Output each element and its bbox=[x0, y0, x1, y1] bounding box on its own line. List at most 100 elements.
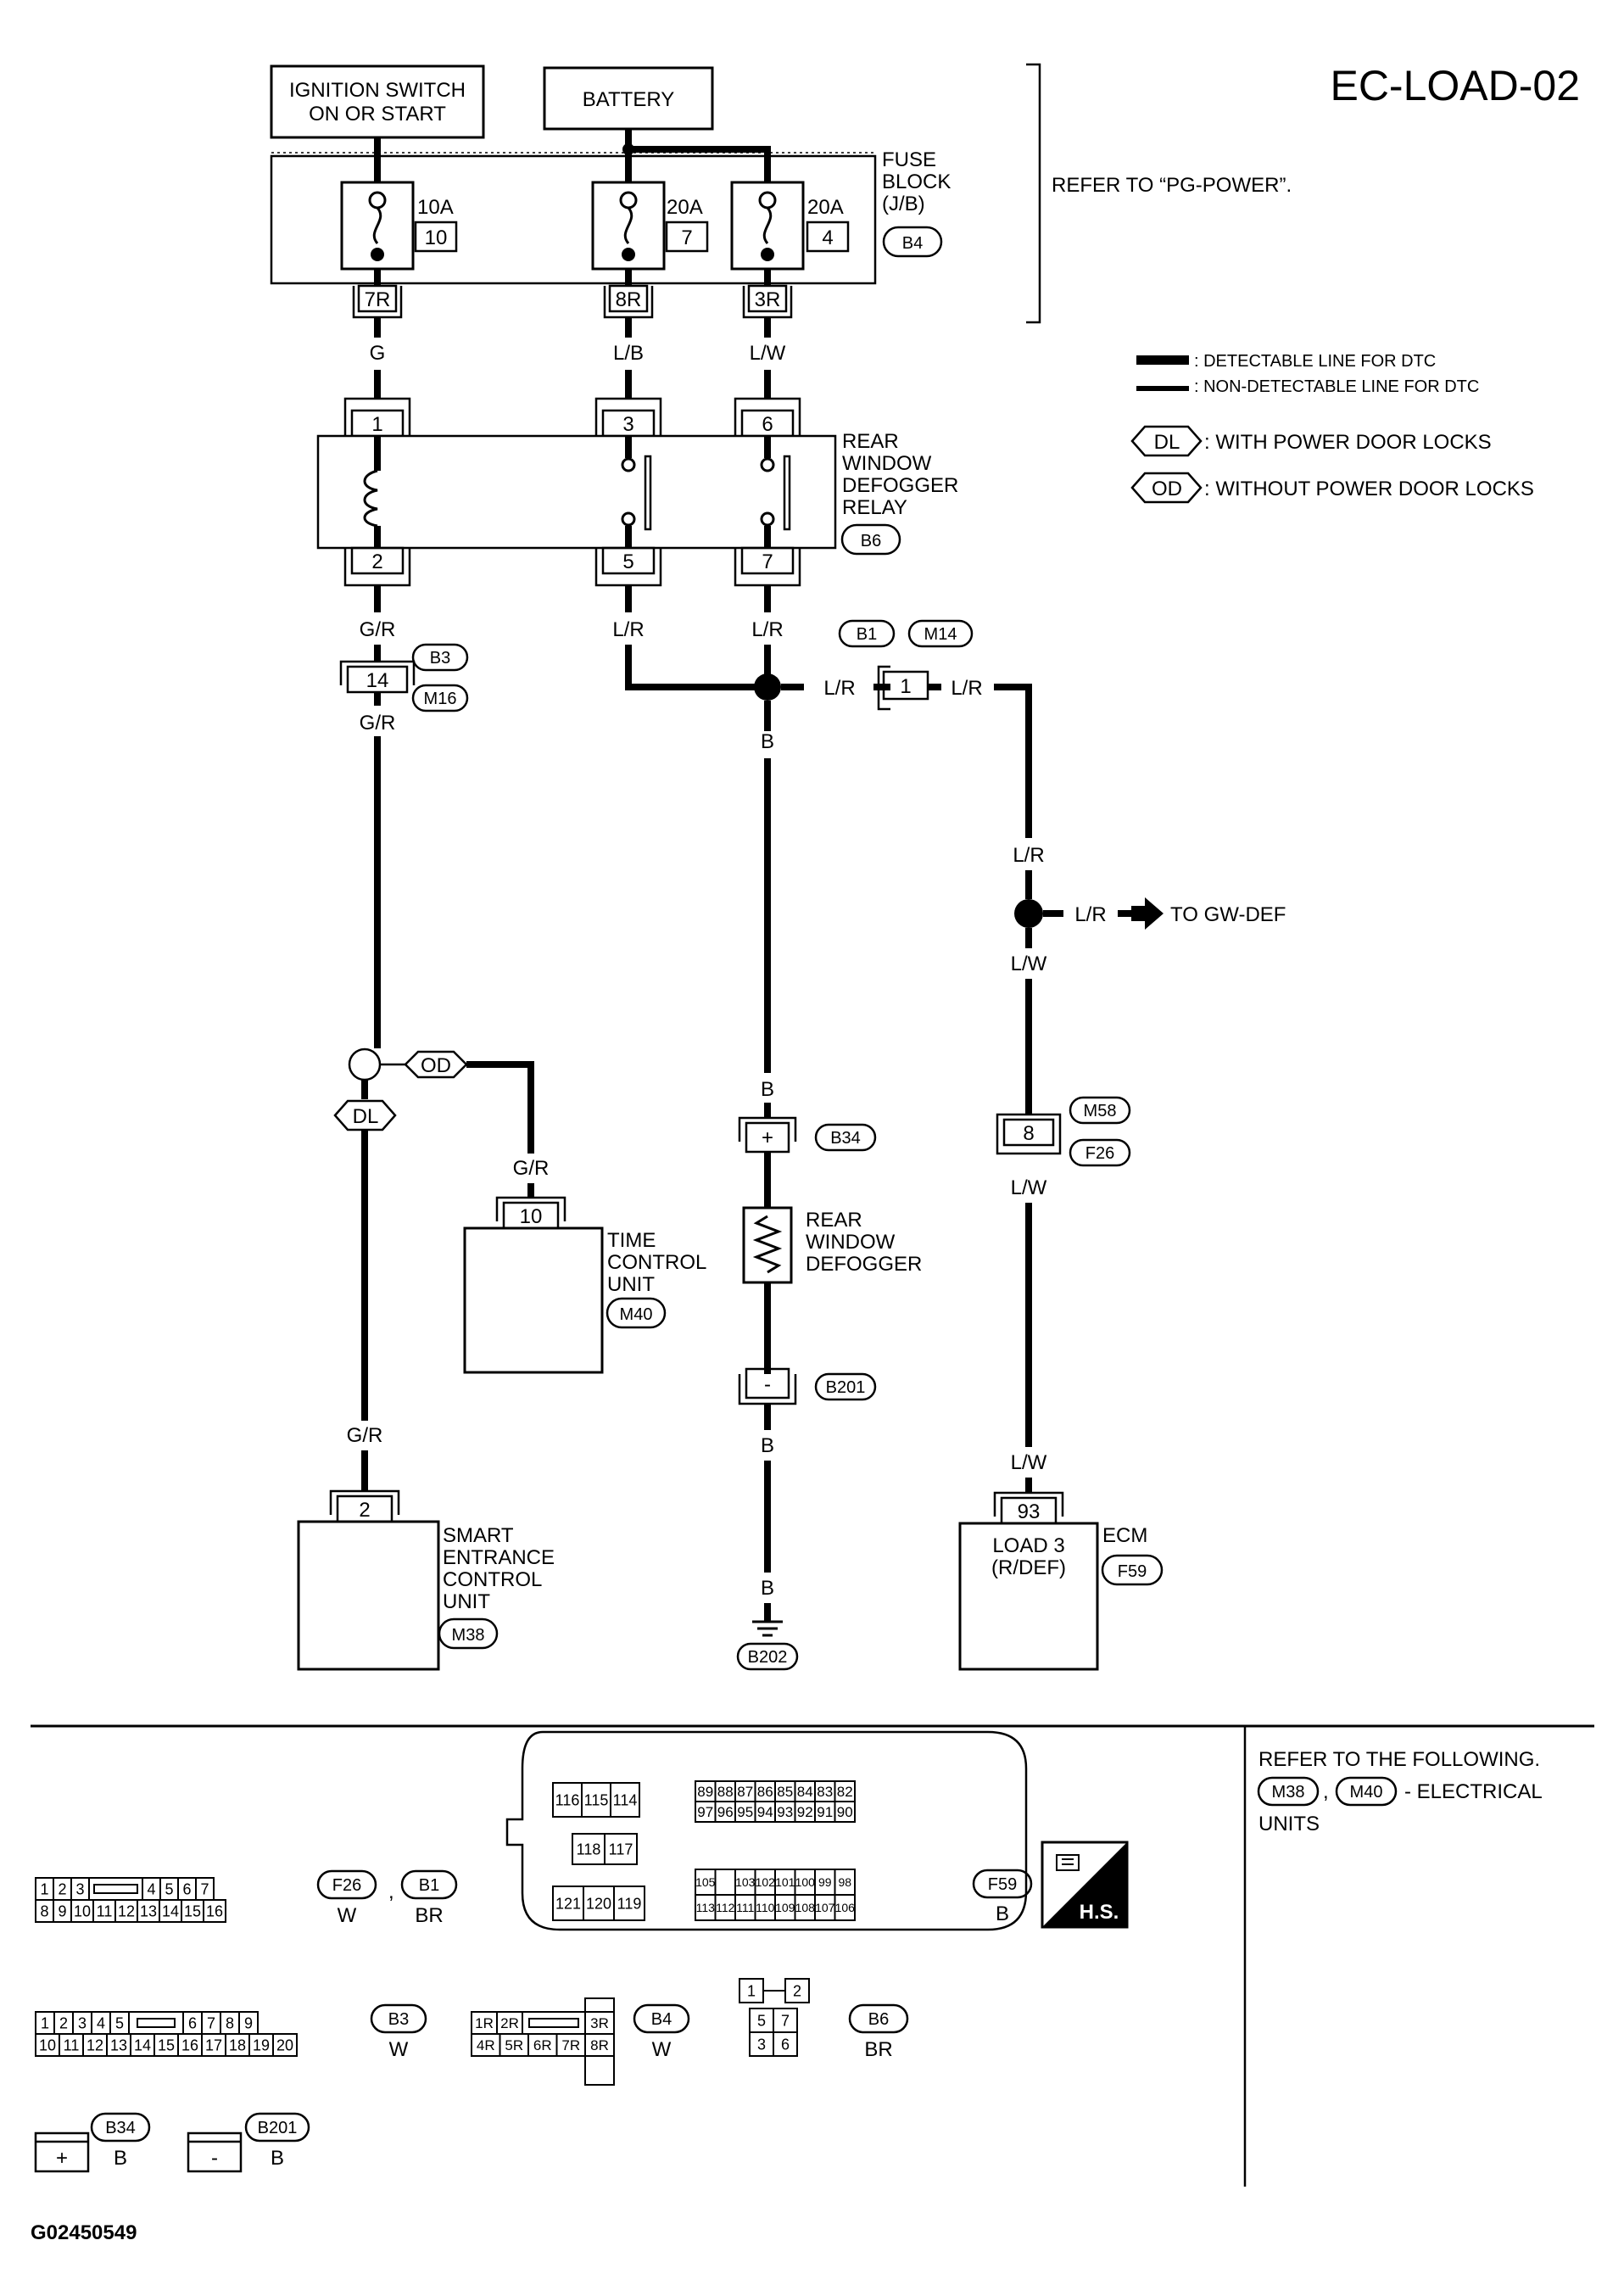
smart-entrance-control-unit: 2 SMART ENTRANCE CONTROL UNIT M38 bbox=[297, 1489, 555, 1671]
svg-text:G/R: G/R bbox=[513, 1157, 550, 1180]
terminal-8r: 8R bbox=[603, 284, 654, 319]
svg-text:+: + bbox=[762, 1126, 773, 1149]
pin-label: 5R bbox=[505, 2037, 523, 2053]
legend-od: OD : WITHOUT POWER DOOR LOCKS bbox=[1130, 472, 1534, 504]
pin-cell bbox=[159, 1899, 182, 1923]
to-gw-def: TO GW-DEF bbox=[1170, 903, 1286, 926]
svg-text:: DETECTABLE LINE FOR DTC: : DETECTABLE LINE FOR DTC bbox=[1194, 352, 1436, 371]
svg-text:14: 14 bbox=[366, 669, 389, 692]
tag-dl: DL bbox=[333, 1099, 397, 1131]
svg-text:B: B bbox=[996, 1902, 1009, 1925]
pin-cell bbox=[834, 1801, 856, 1823]
svg-text:OD: OD bbox=[421, 1054, 451, 1077]
svg-text:REAR: REAR bbox=[842, 430, 899, 453]
svg-text:ECM: ECM bbox=[1102, 1524, 1147, 1547]
svg-text:5: 5 bbox=[622, 550, 633, 573]
svg-text:- ELECTRICAL: - ELECTRICAL bbox=[1404, 1780, 1543, 1803]
svg-text:OD: OD bbox=[1152, 478, 1182, 500]
pin-label: 83 bbox=[817, 1784, 833, 1800]
svg-text:ON OR START: ON OR START bbox=[309, 103, 446, 126]
connector-b34: + B34 bbox=[738, 1116, 877, 1154]
svg-text:WINDOW: WINDOW bbox=[842, 452, 932, 475]
svg-text:G/R: G/R bbox=[347, 1424, 383, 1447]
svg-text:4: 4 bbox=[822, 226, 833, 249]
svg-text:B1: B1 bbox=[419, 1876, 439, 1895]
pin-label: 89 bbox=[697, 1784, 713, 1800]
pin-label: 105 bbox=[695, 1875, 716, 1889]
svg-text:1: 1 bbox=[900, 675, 911, 698]
svg-text:B34: B34 bbox=[830, 1129, 861, 1148]
svg-text:L/R: L/R bbox=[823, 677, 855, 700]
pin-label: 93 bbox=[777, 1804, 793, 1820]
svg-text:B202: B202 bbox=[748, 1648, 788, 1667]
pin-cell bbox=[552, 1886, 584, 1921]
svg-text:DL: DL bbox=[353, 1105, 379, 1128]
svg-text:M38: M38 bbox=[1272, 1783, 1305, 1802]
svg-text:B3: B3 bbox=[430, 649, 450, 668]
pin-cell bbox=[584, 2011, 615, 2035]
svg-text:B4: B4 bbox=[651, 2010, 672, 2029]
terminal-3r: 3R bbox=[742, 284, 793, 319]
dtc-legend: : DETECTABLE LINE FOR DTC : NON-DETECTAB… bbox=[1136, 352, 1479, 396]
svg-text:W: W bbox=[338, 1904, 357, 1927]
pin-label: 3 bbox=[757, 2036, 766, 2053]
pin-label: 2R bbox=[500, 2015, 519, 2031]
svg-text:BLOCK: BLOCK bbox=[882, 170, 951, 193]
pin-cell bbox=[499, 2033, 529, 2057]
splice-open bbox=[348, 1048, 382, 1081]
pin-label: 12 bbox=[118, 1902, 135, 1919]
svg-text:L/W: L/W bbox=[1011, 953, 1047, 975]
svg-text:M14: M14 bbox=[924, 625, 957, 644]
pin-cell bbox=[604, 1833, 638, 1865]
rear-window-defogger: REAR WINDOW DEFOGGER bbox=[742, 1206, 922, 1284]
svg-text:H.S.: H.S. bbox=[1080, 1901, 1119, 1924]
pin-label: 14 bbox=[162, 1902, 179, 1919]
pin-label: 100 bbox=[795, 1875, 816, 1889]
pin-label: 1 bbox=[747, 1982, 756, 1999]
pin-cell bbox=[773, 2008, 798, 2033]
splice-gw-def bbox=[1014, 899, 1043, 928]
pin-label: 7 bbox=[200, 1880, 209, 1897]
pin-label: 5 bbox=[757, 2012, 766, 2029]
pin-cell bbox=[834, 1894, 856, 1921]
pin-label: 7 bbox=[781, 2012, 790, 2029]
pin-label: 90 bbox=[837, 1804, 853, 1820]
splice-lr bbox=[754, 673, 781, 701]
f26-b1-label: F26 , B1 W BR bbox=[316, 1869, 458, 1927]
svg-text:LOAD 3: LOAD 3 bbox=[992, 1534, 1064, 1557]
pin-label: 112 bbox=[716, 1901, 735, 1914]
pin-label: 97 bbox=[697, 1804, 713, 1820]
svg-text:B4: B4 bbox=[902, 234, 923, 253]
svg-text:IGNITION SWITCH: IGNITION SWITCH bbox=[289, 79, 466, 102]
pin-label: 9 bbox=[58, 1902, 66, 1919]
key-slot bbox=[137, 2018, 176, 2028]
pin-cell bbox=[784, 1978, 810, 2003]
pin-label: 82 bbox=[837, 1784, 853, 1800]
svg-text:FUSE: FUSE bbox=[882, 148, 936, 171]
connector-8: 8 M58 F26 bbox=[996, 1096, 1131, 1167]
svg-text:B6: B6 bbox=[861, 532, 881, 550]
svg-text:L/R: L/R bbox=[1074, 903, 1106, 926]
pin-label: 20 bbox=[276, 2036, 293, 2053]
f59-label: F59 B bbox=[972, 1869, 1033, 1925]
pin-label: 10 bbox=[74, 1902, 91, 1919]
pin-cell bbox=[552, 1782, 583, 1818]
pin-label: 6 bbox=[188, 2014, 197, 2031]
svg-text:DEFOGGER: DEFOGGER bbox=[842, 474, 958, 497]
pin-cell bbox=[773, 2031, 798, 2057]
relay-pin-7: 7 bbox=[734, 546, 801, 587]
svg-text:2: 2 bbox=[371, 550, 382, 573]
diagram-title: EC-LOAD-02 bbox=[1330, 62, 1580, 109]
pin-label: 4 bbox=[97, 2014, 105, 2031]
pin-cell bbox=[471, 2033, 501, 2057]
svg-text:-: - bbox=[764, 1373, 771, 1396]
relay-pin-1: 1 bbox=[343, 397, 411, 438]
pin-label: 87 bbox=[737, 1784, 753, 1800]
svg-text:: WITHOUT POWER DOOR LOCKS: : WITHOUT POWER DOOR LOCKS bbox=[1204, 478, 1534, 500]
pin-label: 6R bbox=[533, 2037, 552, 2053]
refer-pg-power: REFER TO “PG-POWER”. bbox=[1052, 174, 1292, 197]
svg-text:B201: B201 bbox=[826, 1378, 866, 1397]
svg-text:F26: F26 bbox=[332, 1876, 361, 1895]
pin-label: 121 bbox=[555, 1895, 581, 1912]
